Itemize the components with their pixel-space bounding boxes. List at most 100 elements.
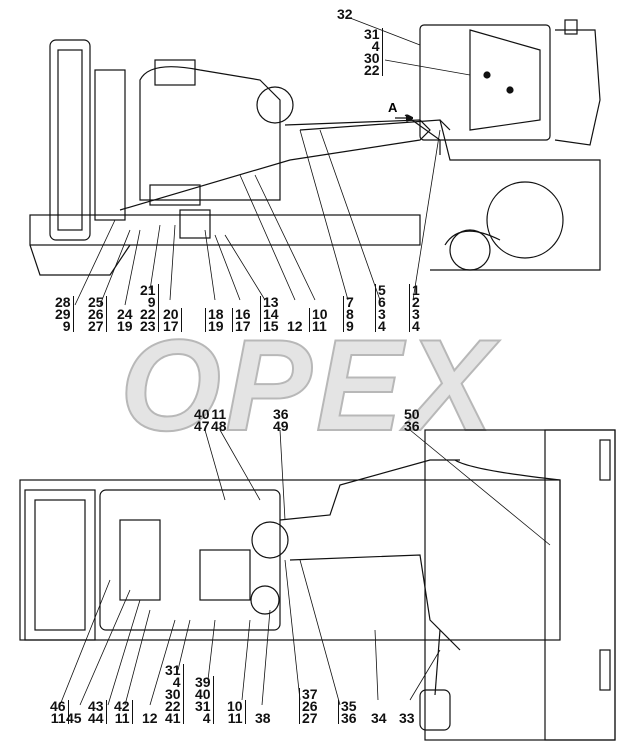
callout-number: 9 [346,318,354,334]
callout-number: 17 [235,318,251,334]
callout-number: 34 [371,710,387,726]
callout-top-g12: 12 [287,318,303,334]
callout-number: 4 [378,318,386,334]
callout-number: 36 [341,710,357,726]
callout-number: 48 [211,418,227,434]
callout-number: 35 [341,698,357,714]
callout-bottom-g34: 34 [371,710,387,726]
callout-number: 28 [55,294,71,310]
top-leader-lines [74,17,471,306]
callout-number: 42 [114,698,130,714]
callout-number: 4 [172,674,181,690]
view-arrow-label: A [388,100,398,115]
callout-number: 10 [312,306,328,322]
callout-number: 11 [312,318,327,334]
callout-number: 14 [263,306,279,322]
callout-number: 16 [235,306,251,322]
callout-number: 36 [273,406,289,422]
callout-bottom-g33: 33 [399,710,415,726]
callout-number: 24 [117,306,133,322]
callout-number: 37 [302,686,318,702]
callout-number: 2 [412,294,420,310]
callout-number: 45 [66,710,82,726]
callout-number: 30 [165,686,181,702]
callout-number: 41 [165,710,181,726]
callout-number: 26 [88,306,104,322]
callout-number: 12 [142,710,158,726]
callout-number: 6 [378,294,386,310]
callout-number: 44 [88,710,104,726]
callout-number: 33 [399,710,415,726]
callout-number: 50 [404,406,420,422]
callout-number: 27 [302,710,318,726]
callout-number: 40 [195,686,211,702]
callout-number: 36 [404,418,420,434]
callout-number: 4 [412,318,420,334]
callout-number: 11 [50,710,66,726]
callout-number: 22 [165,698,181,714]
top-view-machine [19,429,616,741]
callout-number: 15 [263,318,279,334]
callout-number: 4 [371,38,380,54]
callout-number: 49 [273,418,289,434]
callout-number: 21 [140,282,156,298]
callout-number: 29 [55,306,71,322]
callout-number: 47 [194,418,210,434]
callout-number: 19 [117,318,133,334]
callout-number: 30 [364,50,380,66]
bottom-leader-lines [59,429,551,706]
callout-top-g32: 32 [337,6,353,22]
callout-number: 11 [227,710,243,726]
callout-number: 12 [287,318,303,334]
callout-bottom-g12: 12 [142,710,158,726]
callout-number: 26 [302,698,318,714]
callout-number: 13 [263,294,279,310]
callout-number: 1 [412,282,420,298]
callout-number: 18 [208,306,224,322]
callout-number: 11 [211,406,227,422]
callout-number: 7 [346,294,354,310]
watermark: OPEX [119,312,498,458]
callout-number: 22 [140,306,156,322]
callout-number: 39 [195,674,211,690]
callout-number: 25 [88,294,104,310]
callout-number: 8 [346,306,354,322]
callout-number: 9 [147,294,156,310]
callout-number: 46 [50,698,66,714]
callout-number: 17 [163,318,179,334]
callout-number: 5 [378,282,386,298]
callout-number: 40 [194,406,210,422]
callout-number: 31 [165,662,181,678]
callout-bottom-g45: 45 [66,710,82,726]
callout-number: 32 [337,6,353,22]
callout-number: 27 [88,318,104,334]
callout-number: 31 [364,26,380,42]
callout-number: 11 [114,710,130,726]
callout-number: 43 [88,698,104,714]
